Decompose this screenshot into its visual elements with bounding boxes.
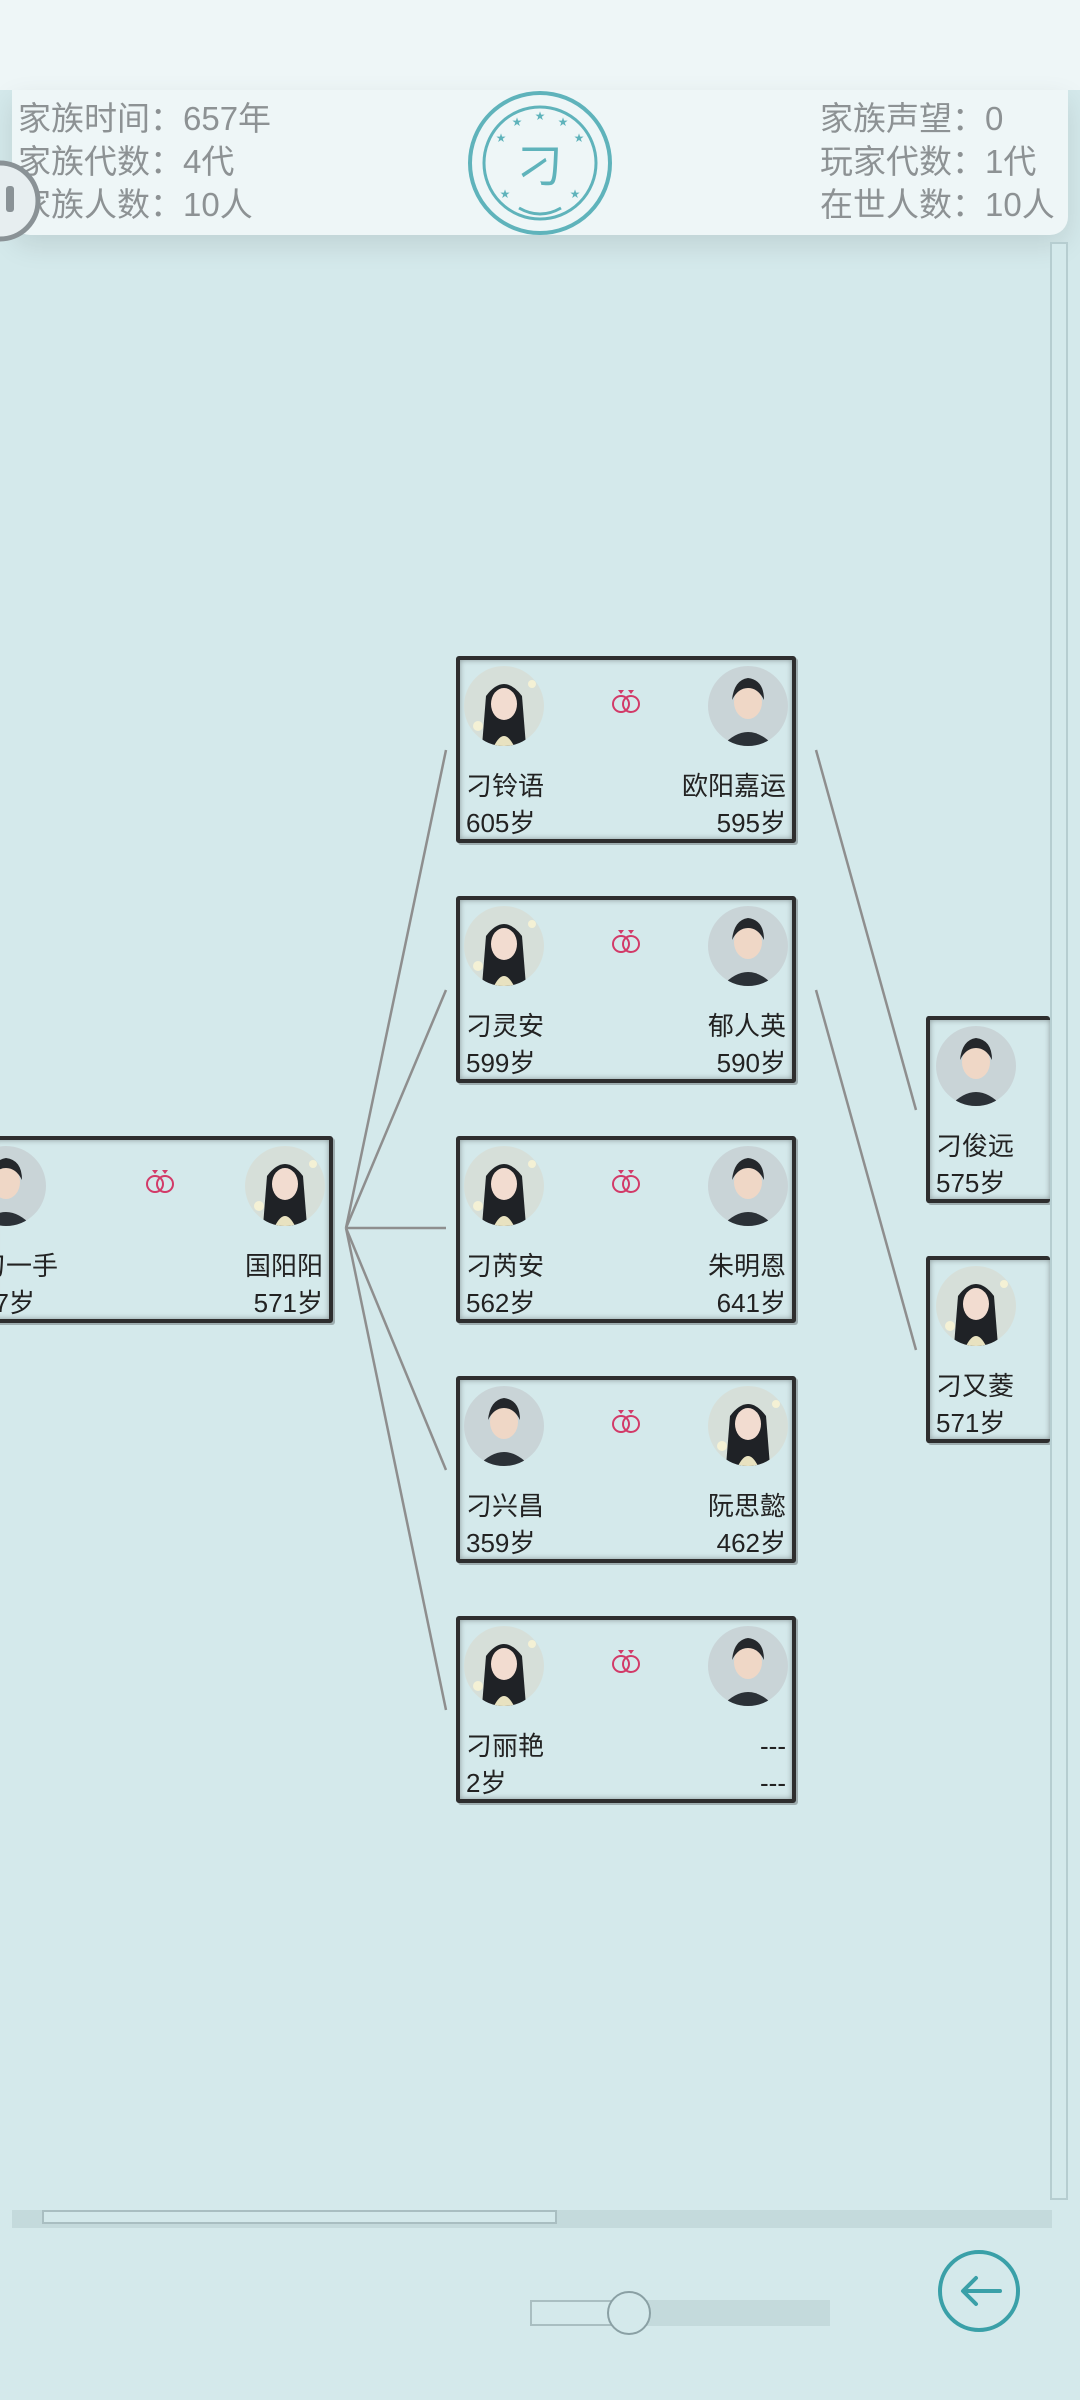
card-right-name: 欧阳嘉运 bbox=[681, 771, 786, 801]
card-right-name: 阮思懿 bbox=[707, 1491, 786, 1521]
vertical-scrollbar[interactable] bbox=[1050, 242, 1068, 2200]
card-left-age: 571岁 bbox=[936, 1408, 1006, 1438]
svg-text:★: ★ bbox=[570, 187, 581, 201]
horizontal-scrollbar[interactable] bbox=[12, 2210, 1052, 2228]
avatar-male bbox=[464, 1386, 544, 1466]
family-card-root[interactable]: 刁一手 57岁 国阳阳 571岁 bbox=[0, 1136, 333, 1323]
avatar-male bbox=[708, 666, 788, 746]
avatar-female bbox=[464, 1146, 544, 1226]
family-prestige: 家族声望：0 bbox=[820, 100, 1004, 137]
svg-text:★: ★ bbox=[500, 187, 511, 201]
family-card-5[interactable]: 刁丽艳 2岁 --- --- bbox=[456, 1616, 796, 1803]
avatar-female bbox=[245, 1146, 325, 1226]
svg-text:★: ★ bbox=[512, 115, 523, 129]
rings-icon bbox=[612, 1410, 640, 1433]
family-card-4[interactable]: 刁兴昌 359岁 阮思懿 462岁 bbox=[456, 1376, 796, 1563]
card-left-age: 575岁 bbox=[936, 1168, 1006, 1198]
card-left-name: 刁灵安 bbox=[466, 1011, 545, 1041]
living-count: 在世人数：10人 bbox=[820, 186, 1055, 223]
seal-char: 刁 bbox=[517, 139, 563, 193]
card-left-age: 359岁 bbox=[466, 1528, 536, 1558]
card-right-name: 国阳阳 bbox=[244, 1251, 323, 1281]
card-right-age: 590岁 bbox=[716, 1048, 786, 1078]
card-left-name: 刁又菱 bbox=[936, 1371, 1015, 1401]
family-card-7[interactable]: 刁又菱 571岁 bbox=[926, 1256, 1050, 1443]
card-left-age: 57岁 bbox=[0, 1288, 35, 1318]
card-left-name: 刁芮安 bbox=[466, 1251, 545, 1281]
horizontal-scroll-thumb[interactable] bbox=[42, 2210, 557, 2224]
card-left-name: 刁丽艳 bbox=[466, 1731, 545, 1761]
family-generations: 家族代数：4代 bbox=[18, 143, 235, 180]
card-right-age: 462岁 bbox=[716, 1528, 786, 1558]
family-card-1[interactable]: 刁铃语 605岁 欧阳嘉运 595岁 bbox=[456, 656, 796, 843]
avatar-female bbox=[464, 1626, 544, 1706]
family-time: 家族时间：657年 bbox=[18, 100, 272, 137]
card-left-name: 刁兴昌 bbox=[466, 1491, 545, 1521]
rings-icon bbox=[146, 1170, 174, 1193]
card-right-name: --- bbox=[760, 1731, 786, 1761]
rings-icon bbox=[612, 930, 640, 953]
avatar-male bbox=[708, 1626, 788, 1706]
card-left-age: 605岁 bbox=[466, 808, 536, 838]
avatar-female bbox=[936, 1266, 1016, 1346]
card-left-age: 2岁 bbox=[466, 1768, 507, 1798]
family-members: 家族人数：10人 bbox=[18, 186, 253, 223]
rings-icon bbox=[612, 690, 640, 713]
card-right-name: 郁人英 bbox=[707, 1011, 786, 1041]
svg-text:★: ★ bbox=[558, 115, 569, 129]
player-generation: 玩家代数：1代 bbox=[820, 143, 1037, 180]
family-card-2[interactable]: 刁灵安 599岁 郁人英 590岁 bbox=[456, 896, 796, 1083]
card-left-name: 刁一手 bbox=[0, 1251, 59, 1281]
avatar-female bbox=[464, 906, 544, 986]
family-card-3[interactable]: 刁芮安 562岁 朱明恩 641岁 bbox=[456, 1136, 796, 1323]
avatar-female bbox=[464, 666, 544, 746]
avatar-male bbox=[936, 1026, 1016, 1106]
svg-text:★: ★ bbox=[535, 109, 546, 123]
card-left-name: 刁铃语 bbox=[466, 771, 545, 801]
avatar-male bbox=[708, 906, 788, 986]
rings-icon bbox=[612, 1650, 640, 1673]
avatar-male bbox=[708, 1146, 788, 1226]
top-strip bbox=[0, 0, 1080, 90]
card-right-age: --- bbox=[760, 1768, 786, 1798]
avatar-female bbox=[708, 1386, 788, 1466]
card-left-age: 599岁 bbox=[466, 1048, 536, 1078]
svg-text:★: ★ bbox=[496, 131, 507, 145]
svg-text:★: ★ bbox=[574, 131, 585, 145]
avatar-male bbox=[0, 1146, 46, 1226]
card-right-age: 595岁 bbox=[716, 808, 786, 838]
back-arrow-icon[interactable] bbox=[936, 2248, 1022, 2334]
card-right-age: 641岁 bbox=[716, 1288, 786, 1318]
card-right-name: 朱明恩 bbox=[707, 1251, 786, 1281]
card-left-name: 刁俊远 bbox=[936, 1131, 1015, 1161]
card-left-age: 562岁 bbox=[466, 1288, 536, 1318]
seal-icon[interactable]: ★ ★ ★ ★ ★ ★ ★ 刁 bbox=[467, 90, 613, 236]
pause-icon[interactable] bbox=[0, 158, 44, 244]
card-right-age: 571岁 bbox=[253, 1288, 323, 1318]
zoom-slider-knob[interactable] bbox=[607, 2291, 651, 2335]
rings-icon bbox=[612, 1170, 640, 1193]
family-card-6[interactable]: 刁俊远 575岁 bbox=[926, 1016, 1050, 1203]
